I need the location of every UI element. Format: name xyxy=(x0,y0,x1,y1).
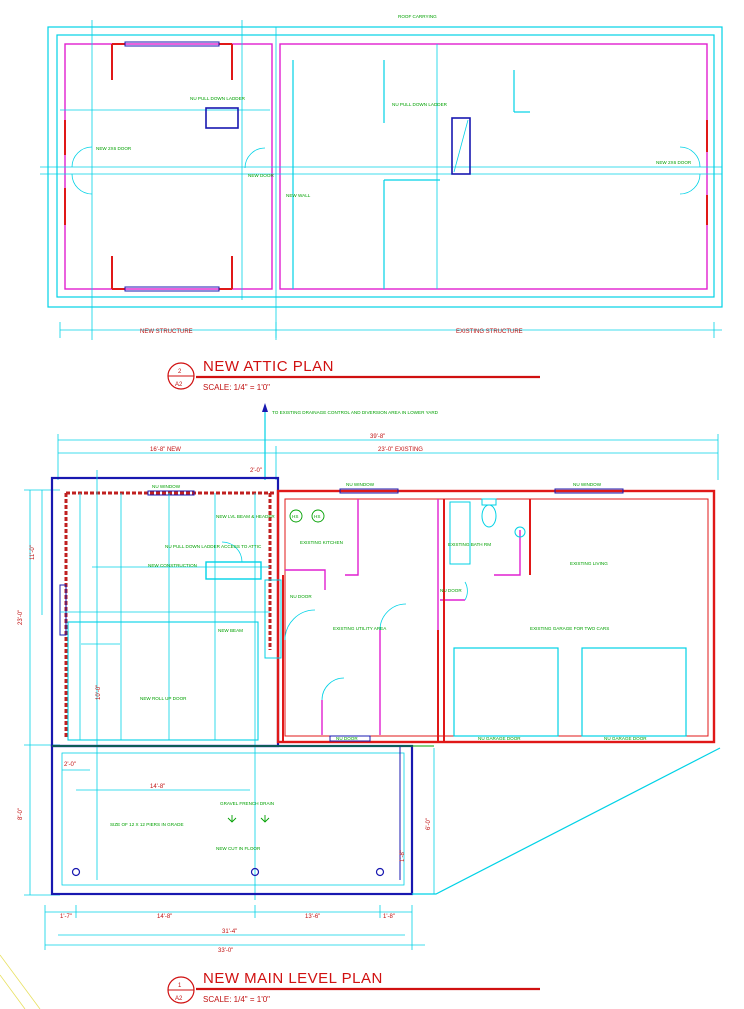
attic-existing-structure-walls xyxy=(279,43,708,290)
door-closet xyxy=(464,581,468,601)
attic-detail-number: 2 xyxy=(178,369,182,375)
attic-sheet-number: A2 xyxy=(175,382,183,388)
garage-door-1 xyxy=(453,647,559,737)
dim-small-top: 2'-0" xyxy=(250,468,262,474)
main-top-note: TO EXISTING DRAINAGE CONTROL AND DIVERSI… xyxy=(272,410,439,415)
dim-bottom-4: 1'-8" xyxy=(383,914,395,920)
dim-left-3: 8'-0" xyxy=(18,808,24,820)
attic-note-door-small: NEW DOOR xyxy=(248,173,274,178)
note-header: NEW LVL BEAM & HEADER xyxy=(216,514,275,519)
note-deck: SIZE OF 12 X 12 PIERS IN GRADE xyxy=(110,822,184,827)
toilet-icon xyxy=(481,504,497,528)
main-title: NEW MAIN LEVEL PLAN xyxy=(203,970,383,987)
attic-note-wall: NEW WALL xyxy=(286,193,311,198)
dim-new-top: 16'-8" NEW xyxy=(150,447,181,453)
diagonal-deck-edge xyxy=(412,747,721,895)
bathtub-icon xyxy=(449,501,471,565)
attic-door-right xyxy=(679,146,701,168)
dim-bottom-2: 14'-8" xyxy=(157,914,172,920)
attic-door-small xyxy=(244,147,266,169)
main-window-existing-1 xyxy=(339,488,399,494)
attic-note-door-right: NEW 2X6 DOOR xyxy=(656,160,692,165)
existing-structure-outline xyxy=(276,489,716,744)
attic-door-left xyxy=(71,146,93,168)
note-door-new: NEW ROLL UP DOOR xyxy=(140,696,187,701)
sink-icon xyxy=(289,509,303,523)
dim-small-right: 1'-8" xyxy=(400,850,406,862)
note-cut: NEW CUT IN FLOOR xyxy=(216,846,261,851)
attic-ladder-existing xyxy=(451,117,471,175)
main-scale: SCALE: 1/4" = 1'0" xyxy=(203,995,270,1004)
dim-bottom-3: 13'-6" xyxy=(305,914,320,920)
dim-existing-top: 23'-0" EXISTING xyxy=(378,447,423,453)
note-door-small-1: NU DOOR xyxy=(336,736,358,741)
note-existing-kitchen: EXISTING KITCHEN xyxy=(300,540,343,545)
note-door-closet: NU DOOR xyxy=(440,588,462,593)
note-existing-bath: EXISTING BATH RM xyxy=(448,542,491,547)
pier-icon xyxy=(375,867,385,877)
attic-dim-existing-structure: EXISTING STRUCTURE xyxy=(456,329,523,335)
main-detail-number: 1 xyxy=(178,983,182,989)
attic-roof-note: ROOF CARRYING xyxy=(398,14,437,19)
note-drain: GRAVEL FRENCH DRAIN xyxy=(220,801,274,806)
attic-scale: SCALE: 1/4" = 1'0" xyxy=(203,383,270,392)
sink-icon xyxy=(311,509,325,523)
dim-left-2: 23'-0" xyxy=(18,610,24,625)
attic-dim-new-structure: NEW STRUCTURE xyxy=(140,329,193,335)
attic-plan: ROOF CARRYING NU PULL DOWN LADDER NU PUL… xyxy=(40,14,723,392)
dim-deck-small: 2'-0" xyxy=(64,762,76,768)
note-window-new: NU WINDOW xyxy=(152,484,181,489)
note-garage-door-1: NU GARAGE DOOR xyxy=(478,736,521,741)
note-garage-door-2: NU GARAGE DOOR xyxy=(604,736,647,741)
dim-bottom-overall: 33'-0" xyxy=(218,948,233,954)
note-existing-garage: EXISTING GARAGE FOR TWO CARS xyxy=(530,626,609,631)
attic-note-ladder-existing: NU PULL DOWN LADDER xyxy=(392,102,448,107)
dim-deck-vertical: 10'-0" xyxy=(96,685,102,700)
door-utility xyxy=(284,609,316,641)
note-door-small-2: NU DOOR xyxy=(290,594,312,599)
attic-ladder-new xyxy=(205,107,239,129)
main-sheet-number: A2 xyxy=(175,996,183,1002)
note-new-construction: NEW CONSTRUCTION xyxy=(148,563,197,568)
attic-window-top xyxy=(124,41,220,47)
attic-new-structure-walls xyxy=(64,43,273,290)
dim-left-1: 11'-0" xyxy=(30,545,36,560)
dim-bottom-mid: 31'-4" xyxy=(222,929,237,935)
note-hs-2: HS xyxy=(314,514,320,519)
attic-window-bottom xyxy=(124,286,220,292)
note-ladder: NU PULL DOWN LADDER ACCESS TO ATTIC xyxy=(165,544,262,549)
note-beam: NEW BEAM xyxy=(218,628,243,633)
note-hs-1: HS xyxy=(292,514,298,519)
attic-note-ladder-new: NU PULL DOWN LADDER xyxy=(190,96,246,101)
pier-icon xyxy=(71,867,81,877)
note-window-existing-2: NU WINDOW xyxy=(573,482,602,487)
drainage-arrow-icon xyxy=(262,403,268,412)
note-existing-living: EXISTING LIVING xyxy=(570,561,608,566)
door-living xyxy=(379,603,407,631)
main-window-existing-2 xyxy=(554,488,624,494)
attic-title: NEW ATTIC PLAN xyxy=(203,358,334,375)
sink-icon xyxy=(514,526,526,538)
dim-deck-width: 14'-8" xyxy=(150,784,165,790)
dim-overall-top: 39'-8" xyxy=(370,434,385,440)
note-window-existing-1: NU WINDOW xyxy=(346,482,375,487)
dim-right-vertical: 6'-0" xyxy=(426,818,432,830)
garage-door-2 xyxy=(581,647,687,737)
note-existing-utility: EXISTING UTILITY AREA xyxy=(333,626,387,631)
new-roll-up-door-area xyxy=(67,621,259,741)
dim-bottom-1: 1'-7" xyxy=(60,914,72,920)
new-ladder-access xyxy=(205,561,262,580)
pier-icon xyxy=(250,867,260,877)
attic-note-door-left: NEW 2X6 DOOR xyxy=(96,146,132,151)
main-level-plan: TO EXISTING DRAINAGE CONTROL AND DIVERSI… xyxy=(0,403,721,1009)
main-window-new xyxy=(147,490,195,496)
